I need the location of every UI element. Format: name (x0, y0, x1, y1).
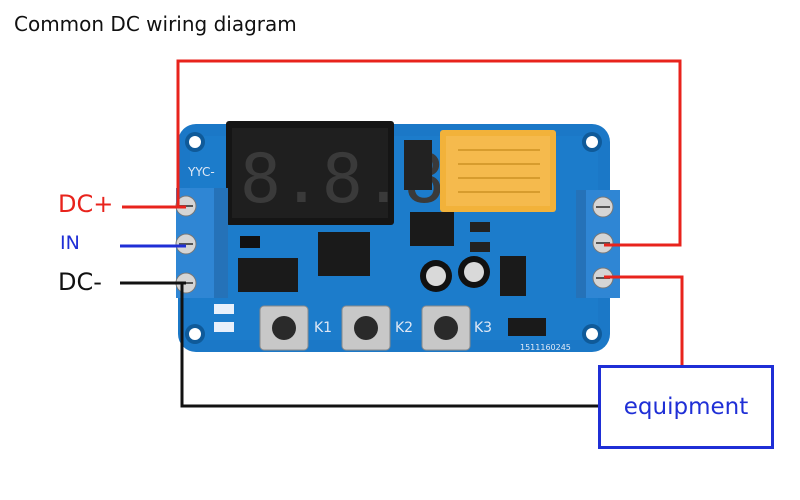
button-k1[interactable] (259, 305, 309, 351)
jumper (508, 318, 546, 336)
wire-relay-to-equipment (604, 275, 684, 366)
equipment-label: equipment (623, 394, 749, 420)
button-k1-label: K1 (314, 320, 332, 336)
button-k3-label: K3 (474, 320, 492, 336)
button-k2[interactable] (341, 305, 391, 351)
button-k2-label: K2 (395, 320, 413, 336)
label-dc-minus: DC- (58, 268, 102, 296)
label-in: IN (60, 232, 80, 254)
label-dc-plus: DC+ (58, 190, 114, 218)
ic-chip (318, 232, 370, 276)
board-model-label: YYC- (187, 165, 215, 179)
serial-number: 1511160245 (520, 343, 571, 352)
optocoupler (238, 258, 298, 292)
wire-top-loop (176, 59, 682, 247)
optocoupler (410, 212, 454, 246)
button-k3[interactable] (421, 305, 471, 351)
diagram-title: Common DC wiring diagram (14, 12, 297, 36)
equipment-box: equipment (598, 365, 774, 449)
wire-dcminus-to-equipment (120, 281, 598, 408)
